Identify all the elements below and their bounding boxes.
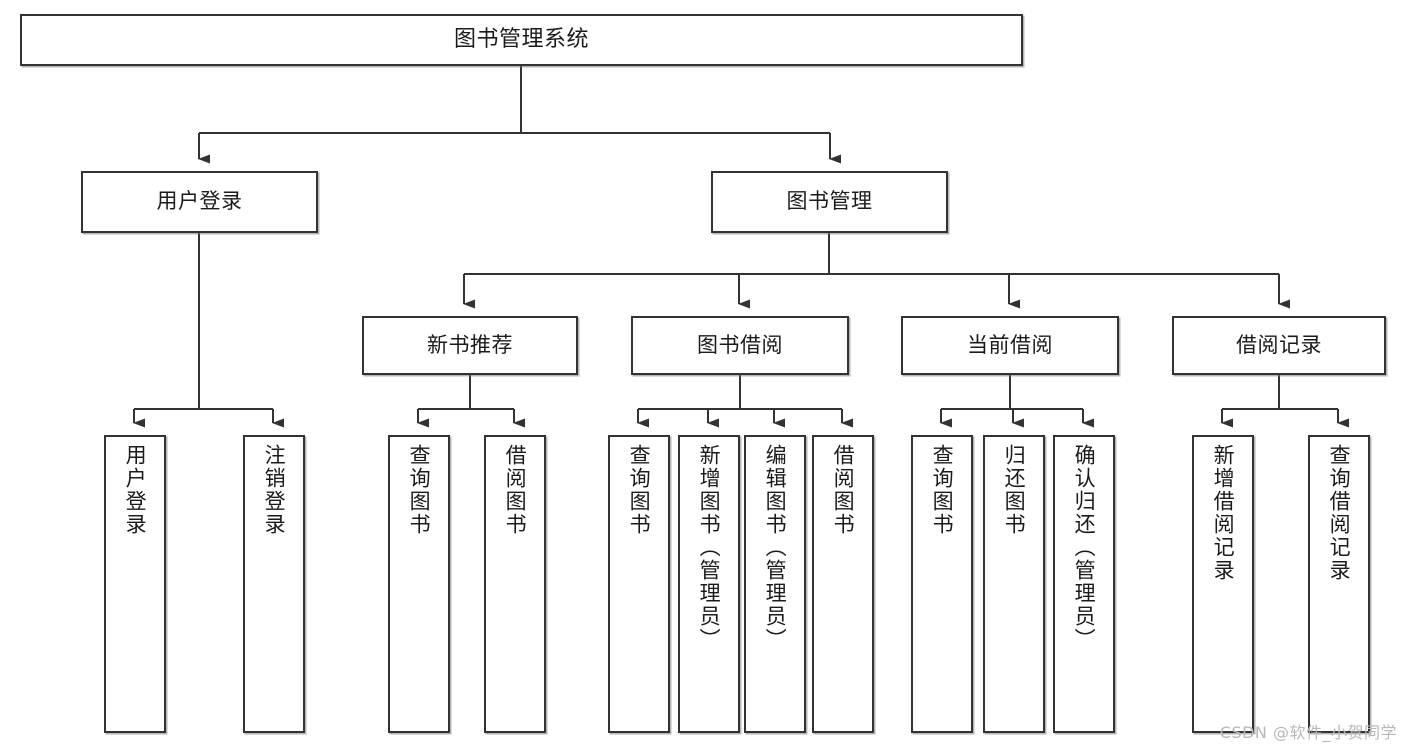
- node-label: 借阅图书: [503, 444, 528, 536]
- function-node: 借阅图书: [812, 435, 874, 733]
- node-label: 新增图书（管理员）: [697, 444, 722, 651]
- node-label: 查询图书: [930, 444, 955, 536]
- function-node: 注销登录: [243, 435, 305, 733]
- function-node: 查询图书: [608, 435, 670, 733]
- function-node: 确认归还（管理员）: [1053, 435, 1115, 733]
- submodule-node: 新书推荐: [362, 316, 578, 375]
- function-node: 用户登录: [104, 435, 166, 733]
- node-label: 查询图书: [627, 444, 652, 536]
- node-label: 图书管理系统: [453, 26, 589, 52]
- function-node: 查询图书: [388, 435, 450, 733]
- module-node: 图书管理: [711, 171, 948, 233]
- node-label: 新书推荐: [427, 332, 513, 357]
- function-node: 查询图书: [911, 435, 973, 733]
- watermark: CSDN @软件_小贺同学: [1219, 723, 1397, 742]
- function-node: 新增借阅记录: [1192, 435, 1254, 733]
- node-label: 查询借阅记录: [1327, 444, 1352, 582]
- submodule-node: 当前借阅: [901, 316, 1119, 375]
- node-label: 当前借阅: [967, 332, 1053, 357]
- node-label: 用户登录: [123, 444, 148, 536]
- function-node: 查询借阅记录: [1308, 435, 1370, 733]
- node-label: 图书管理: [786, 189, 873, 214]
- node-label: 用户登录: [156, 189, 243, 214]
- module-node: 用户登录: [81, 171, 318, 233]
- node-label: 归还图书: [1002, 444, 1027, 536]
- function-node: 编辑图书（管理员）: [744, 435, 806, 733]
- function-node: 借阅图书: [484, 435, 546, 733]
- node-label: 借阅图书: [831, 444, 856, 536]
- node-label: 注销登录: [262, 444, 287, 536]
- root-node: 图书管理系统: [20, 14, 1023, 66]
- node-label: 编辑图书（管理员）: [763, 444, 788, 651]
- node-label: 查询图书: [407, 444, 432, 536]
- submodule-node: 图书借阅: [631, 316, 849, 375]
- submodule-node: 借阅记录: [1172, 316, 1386, 375]
- function-node: 归还图书: [983, 435, 1045, 733]
- node-label: 图书借阅: [697, 332, 783, 357]
- node-label: 确认归还（管理员）: [1072, 444, 1097, 651]
- node-label: 借阅记录: [1236, 332, 1322, 357]
- function-node: 新增图书（管理员）: [678, 435, 740, 733]
- node-label: 新增借阅记录: [1211, 444, 1236, 582]
